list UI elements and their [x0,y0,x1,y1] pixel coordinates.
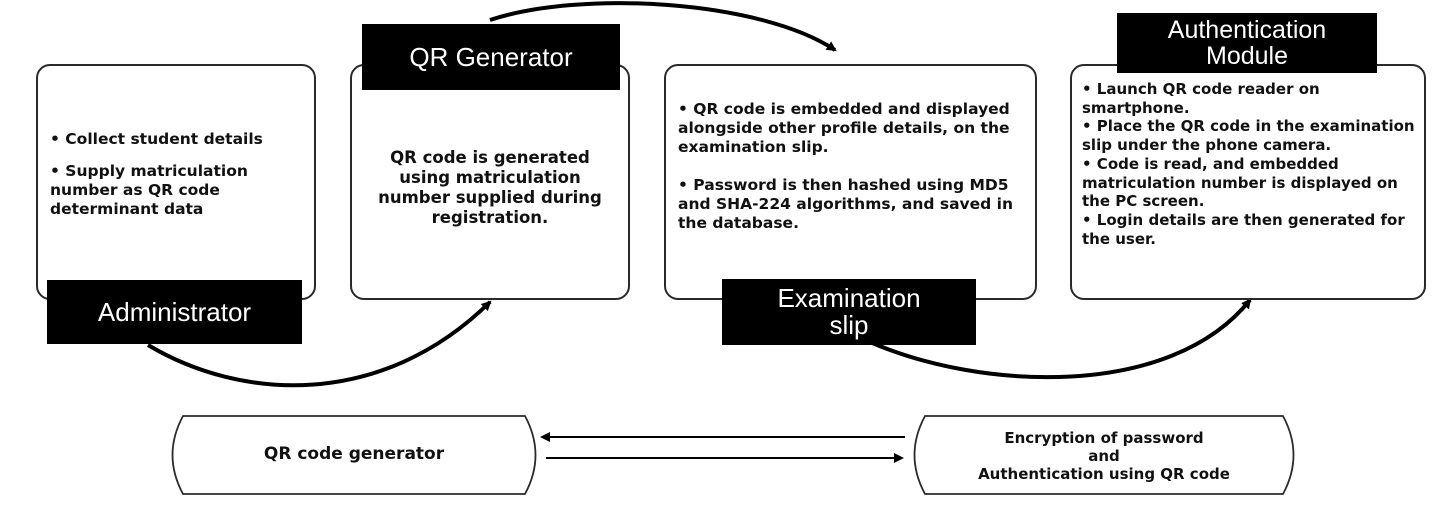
examination-slip-card: • QR code is embedded and displayed alon… [664,64,1037,300]
qr-generator-card: QR code is generated using matriculation… [350,64,630,300]
qr-generator-text: QR code is generated using matriculation… [378,148,602,227]
authentication-module-label: Authentication Module [1117,13,1377,73]
encryption-authentication-line: Authentication using QR code [978,465,1230,483]
administrator-card: • Collect student details • Supply matri… [36,64,316,300]
examination-slip-point: • Password is then hashed using MD5 and … [678,176,1014,232]
administrator-point: • Supply matriculation number as QR code… [50,162,248,218]
authentication-module-point: • Login details are then generated for t… [1082,210,1405,248]
arrow-qr-generator-to-examination-slip [489,1,837,52]
authentication-module-point: • Code is read, and embedded matriculati… [1082,154,1398,211]
authentication-module-point: • Place the QR code in the examination s… [1082,117,1415,155]
examination-slip-label: Examination slip [722,279,976,345]
qr-code-generator-shape [171,415,537,495]
qr-generator-label-text: QR Generator [409,41,573,72]
encryption-authentication-text: Encryption of password and Authenticatio… [922,429,1286,483]
administrator-point: • Collect student details [50,130,263,148]
administrator-label: Administrator [47,280,302,344]
authentication-module-point: • Launch QR code reader on smartphone. [1082,80,1320,117]
examination-slip-point: • QR code is embedded and displayed alon… [678,100,1010,156]
authentication-module-label-line: Module [1206,42,1288,70]
arrow-examination-slip-to-authentication-module [869,298,1252,380]
qr-code-generator-text: QR code generator [263,444,445,464]
examination-slip-label-line: slip [829,310,869,340]
authentication-module-label-line: Authentication [1167,16,1327,44]
encryption-authentication-shape [913,415,1295,495]
administrator-label-text: Administrator [97,296,252,327]
qr-generator-label: QR Generator [362,24,620,90]
encryption-authentication-line: and [1088,447,1120,465]
authentication-module-card: • Launch QR code reader on smartphone. •… [1070,64,1426,300]
examination-slip-label-line: Examination [777,283,921,313]
encryption-authentication-line: Encryption of password [1004,429,1204,447]
arrow-administrator-to-qr-generator [146,300,492,388]
